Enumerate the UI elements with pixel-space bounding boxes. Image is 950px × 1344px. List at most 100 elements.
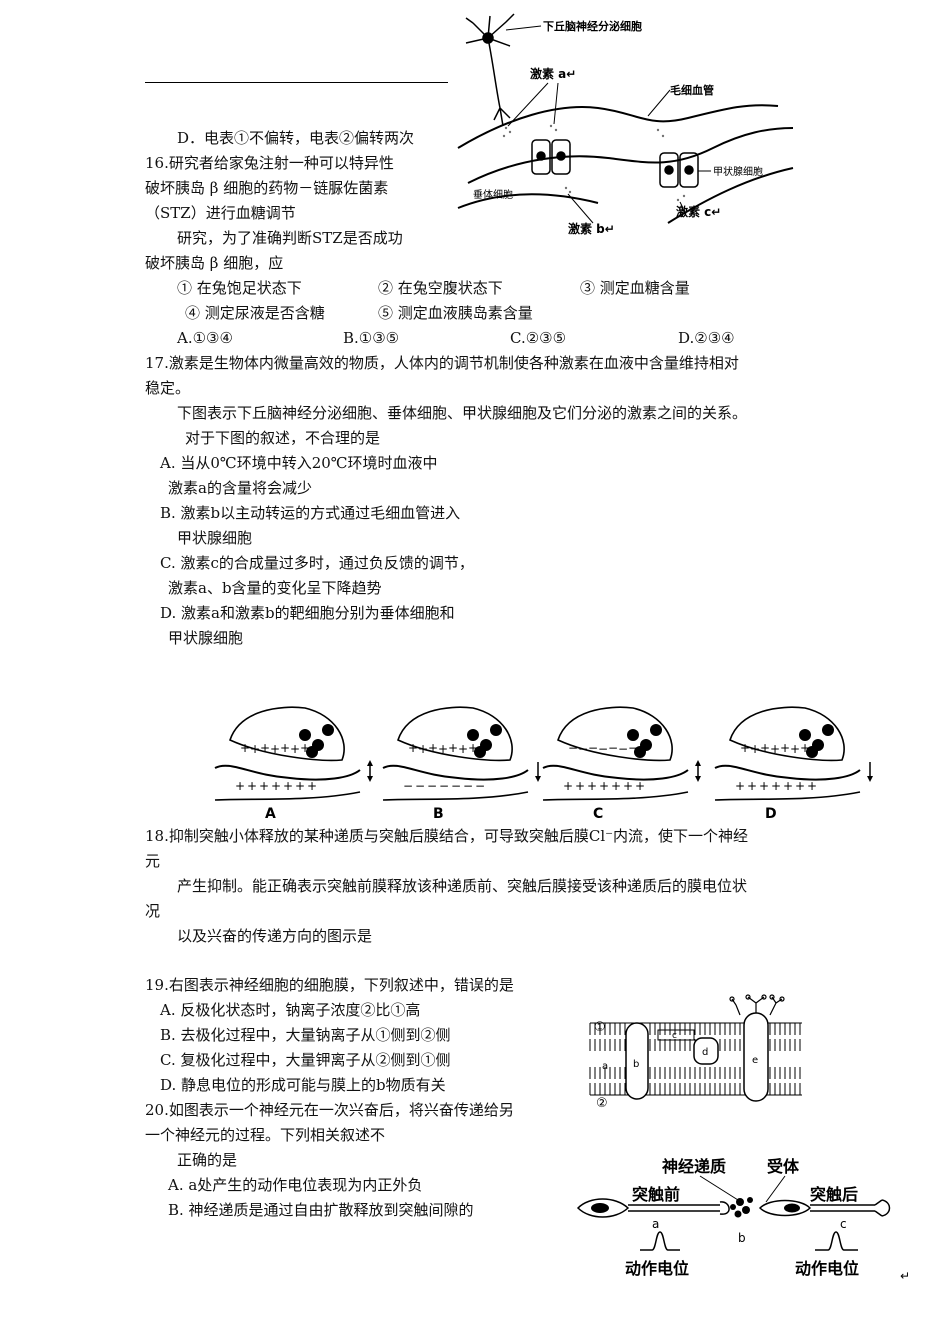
- q16-item-2: ② 在兔空腹状态下: [378, 279, 503, 297]
- svg-text:−: −: [451, 779, 461, 793]
- thyroid-label: 甲状腺细胞: [713, 165, 763, 178]
- transmitter-label: 神经递质: [662, 1157, 726, 1176]
- q15-option-d: D．电表①不偏转，电表②偏转两次: [177, 129, 415, 147]
- svg-text:+: +: [771, 779, 781, 793]
- q16-item-1: ① 在兔饱足状态下: [177, 279, 302, 297]
- svg-text:+: +: [635, 779, 645, 793]
- label-a: a: [602, 1061, 608, 1072]
- q19-choice-b: B. 去极化过程中，大量钠离子从①侧到②侧: [160, 1026, 451, 1044]
- top-rule: [145, 82, 448, 83]
- label-e: e: [752, 1055, 758, 1066]
- protein-b: [625, 1022, 649, 1100]
- svg-text:+: +: [408, 741, 418, 755]
- synapse-label-c: C: [593, 806, 603, 822]
- svg-text:+: +: [240, 741, 250, 755]
- thyroid-cells: [659, 152, 699, 188]
- pituitary-label: 垂体细胞: [473, 188, 513, 201]
- hormone-dots: [502, 124, 686, 202]
- q16-choice-b: B.①③⑤: [343, 329, 400, 347]
- q16-stem-5: 破坏胰岛 β 细胞，应: [145, 254, 284, 272]
- membrane-figure: ① ② a b c d e: [589, 994, 802, 1111]
- svg-text:+: +: [587, 779, 597, 793]
- q18-stem-5: 以及兴奋的传递方向的图示是: [177, 927, 373, 945]
- ap-left-label: 动作电位: [625, 1259, 689, 1278]
- side-1-label: ①: [594, 1020, 606, 1035]
- svg-text:+: +: [418, 742, 428, 756]
- svg-text:+: +: [250, 742, 260, 756]
- synapse-label-d: D: [765, 806, 777, 822]
- svg-text:+: +: [795, 779, 805, 793]
- q16-item-4: ④ 测定尿液是否含糖: [185, 304, 325, 322]
- svg-text:−: −: [588, 741, 598, 755]
- svg-text:+: +: [575, 779, 585, 793]
- svg-text:+: +: [599, 779, 609, 793]
- svg-text:+: +: [428, 741, 438, 755]
- transmitter-cluster: [730, 1197, 753, 1218]
- svg-text:−: −: [403, 779, 413, 793]
- q16-choice-a: A.①③④: [177, 329, 233, 347]
- svg-text:−: −: [608, 741, 618, 755]
- region-c: [657, 1029, 695, 1041]
- ap-right-label: 动作电位: [795, 1259, 859, 1278]
- svg-text:+: +: [438, 742, 448, 756]
- hormone-figure: 下丘脑神经分泌细胞 激素 a↵ 毛细血管 垂体细胞 甲状腺细胞 激素 b↵ 激素…: [457, 13, 794, 236]
- svg-text:+: +: [623, 779, 633, 793]
- synapse-label-b: B: [433, 806, 444, 822]
- synapse-panel-a: ++++++++++++++A: [214, 706, 373, 822]
- synapse-figure: ++++++++++++++A+−+−+−+−+−+−+−B−+−+−+−+−+…: [214, 706, 873, 822]
- svg-text:+: +: [790, 742, 800, 756]
- q16-stem-3: （STZ）进行血糖调节: [145, 204, 296, 222]
- label-b: b: [738, 1231, 746, 1245]
- protein-d: [693, 1037, 719, 1065]
- svg-text:+: +: [611, 779, 621, 793]
- hormone-c-label: 激素 c↵: [676, 204, 721, 219]
- capillary-leader: [647, 89, 671, 117]
- svg-text:−: −: [578, 742, 588, 756]
- svg-text:+: +: [740, 741, 750, 755]
- svg-text:−: −: [568, 741, 578, 755]
- q17-choice-b-1: B. 激素b以主动转运的方式通过毛细血管进入: [160, 504, 461, 522]
- side-2-label: ②: [596, 1096, 608, 1111]
- svg-text:+: +: [759, 779, 769, 793]
- presynaptic-neuron: [576, 1198, 730, 1218]
- q16-item-5: ⑤ 测定血液胰岛素含量: [378, 304, 533, 322]
- svg-text:+: +: [747, 779, 757, 793]
- postsynaptic-neuron: [758, 1199, 891, 1217]
- svg-text:−: −: [618, 742, 628, 756]
- presynaptic-label: 突触前: [632, 1185, 680, 1204]
- svg-text:+: +: [295, 779, 305, 793]
- pituitary-cells: [531, 139, 571, 175]
- svg-text:+: +: [270, 742, 280, 756]
- action-potential-right: [815, 1231, 858, 1251]
- svg-text:+: +: [235, 779, 245, 793]
- svg-text:+: +: [807, 779, 817, 793]
- synapse-panel-b: +−+−+−+−+−+−+−B: [382, 706, 541, 822]
- presynaptic-nucleus: [591, 1203, 609, 1213]
- svg-text:+: +: [247, 779, 257, 793]
- q18-stem-2: 元: [145, 852, 161, 870]
- q17-choice-c-2: 激素a、b含量的变化呈下降趋势: [168, 579, 382, 597]
- hypothalamus-neuron: [465, 13, 515, 127]
- q16-stem-2: 破坏胰岛 β 细胞的药物－链脲佐菌素: [145, 179, 389, 197]
- svg-text:−: −: [475, 779, 485, 793]
- q20-stem-1: 20.如图表示一个神经元在一次兴奋后，将兴奋传递给另: [145, 1101, 514, 1119]
- postsynaptic-label: 突触后: [810, 1185, 858, 1204]
- svg-text:+: +: [760, 741, 770, 755]
- svg-text:+: +: [260, 741, 270, 755]
- q16-item-3: ③ 测定血糖含量: [580, 279, 690, 297]
- svg-text:+: +: [259, 779, 269, 793]
- q19-choice-c: C. 复极化过程中，大量钾离子从②侧到①侧: [160, 1051, 451, 1069]
- label-a: a: [652, 1217, 659, 1231]
- q19-choice-a: A. 反极化状态时，钠离子浓度②比①高: [160, 1001, 421, 1019]
- capillary-label: 毛细血管: [670, 83, 714, 97]
- svg-text:+: +: [300, 741, 310, 755]
- q17-stem-4: 对于下图的叙述，不合理的是: [185, 429, 381, 447]
- q17-stem-2: 稳定。: [145, 379, 191, 397]
- label-c: c: [840, 1217, 847, 1231]
- q18-stem-1: 18.抑制突触小体释放的某种递质与突触后膜结合，可导致突触后膜Cl⁻内流，使下一…: [145, 827, 749, 845]
- glycoprotein-chains: [729, 994, 785, 1016]
- label-d: d: [702, 1047, 708, 1058]
- q17-choice-d-2: 甲状腺细胞: [168, 629, 244, 647]
- svg-text:−: −: [463, 779, 473, 793]
- svg-text:+: +: [307, 779, 317, 793]
